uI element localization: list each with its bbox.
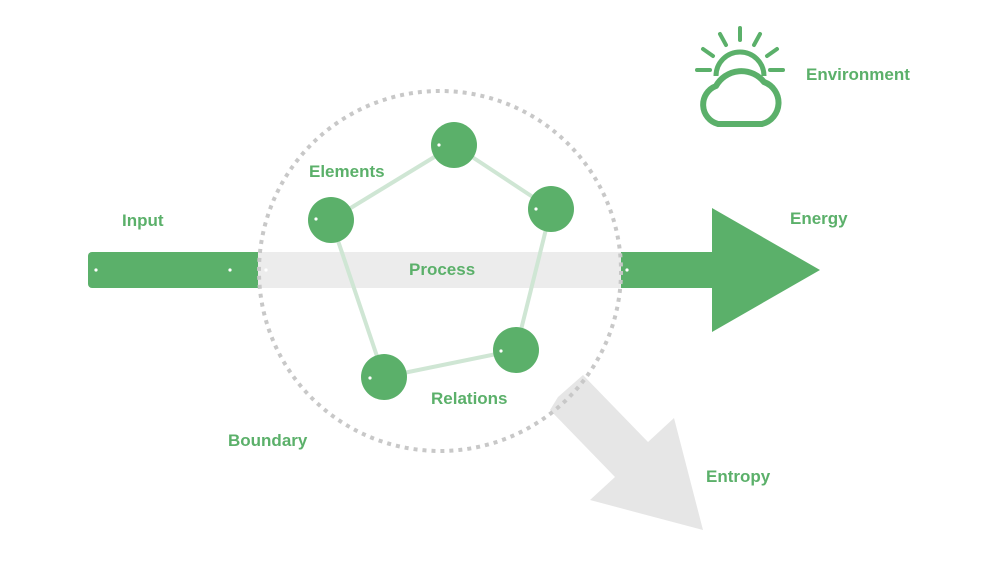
process-label: Process — [409, 260, 475, 279]
input-arrow-shaft — [88, 252, 264, 288]
environment-label: Environment — [806, 65, 910, 84]
entropy-label: Entropy — [706, 467, 771, 486]
marker-dot — [534, 207, 538, 211]
relation-edge — [329, 143, 456, 222]
element-node — [308, 197, 354, 243]
marker-dot — [264, 268, 268, 272]
relations-label: Relations — [431, 389, 508, 408]
element-node — [528, 186, 574, 232]
process-band — [258, 252, 621, 288]
marker-dot — [625, 268, 629, 272]
marker-dot — [314, 217, 318, 221]
boundary-label: Boundary — [228, 431, 308, 450]
marker-dots — [94, 143, 629, 380]
system-boundary — [257, 89, 623, 453]
energy-arrow — [618, 208, 820, 332]
sun-cloud-icon — [695, 26, 785, 127]
element-node — [493, 327, 539, 373]
element-nodes — [308, 122, 574, 400]
energy-label: Energy — [790, 209, 848, 228]
element-node — [431, 122, 477, 168]
marker-dot — [499, 349, 503, 353]
input-label: Input — [122, 211, 164, 230]
marker-dot — [437, 143, 441, 147]
marker-dot — [368, 376, 372, 380]
marker-dot — [228, 268, 232, 272]
elements-label: Elements — [309, 162, 385, 181]
marker-dot — [94, 268, 98, 272]
relation-edge — [514, 208, 553, 351]
element-node — [361, 354, 407, 400]
entropy-arrow — [550, 375, 703, 530]
relation-edge — [329, 219, 386, 378]
